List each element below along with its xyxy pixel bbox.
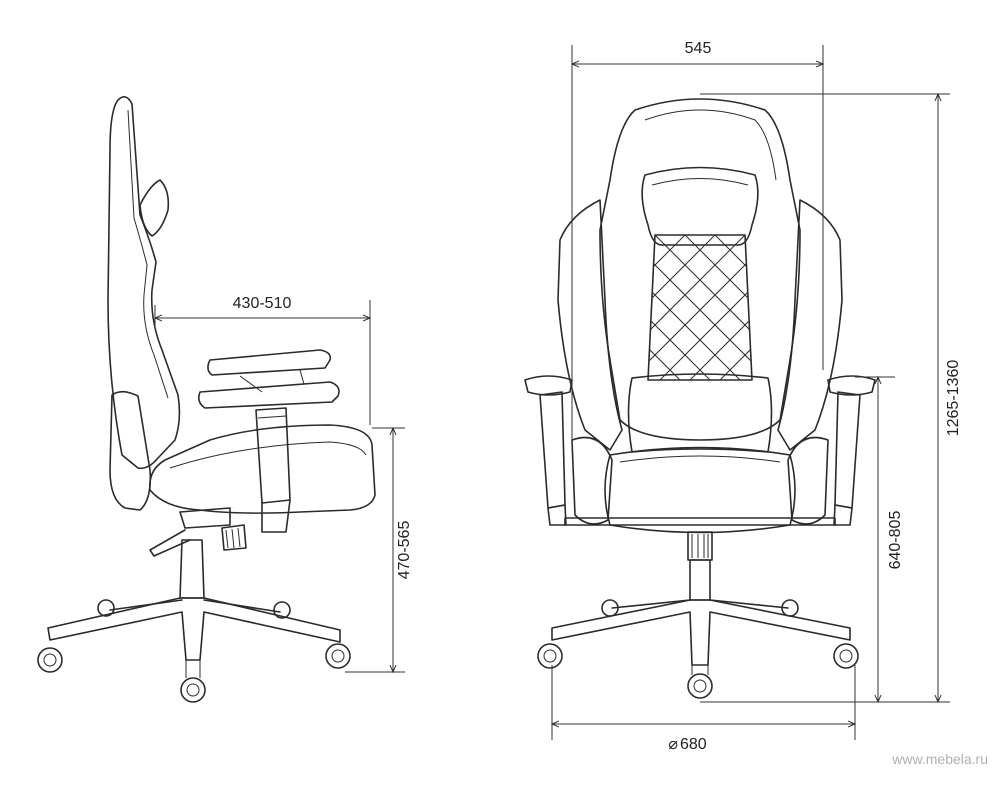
front-casters [537, 599, 859, 699]
dim-seat-height-label: 470-565 [396, 521, 413, 580]
side-headrest-pillow [139, 179, 170, 237]
dimension-lines [155, 45, 950, 740]
front-left-wing [557, 199, 623, 451]
front-right-armrest-pad [827, 375, 876, 396]
side-view [37, 96, 376, 703]
dim-total-height-label: 1265-1360 [945, 360, 962, 437]
side-casters [37, 599, 351, 703]
side-star-base [47, 597, 341, 661]
front-quilt-pattern [648, 235, 752, 380]
dim-armrest-height-label: 640-805 [887, 511, 904, 570]
front-star-base [551, 599, 851, 666]
front-left-armrest-pad [524, 375, 573, 396]
side-gas-lift [179, 539, 205, 599]
front-right-wing [777, 199, 843, 451]
diameter-symbol: ⌀ [668, 736, 678, 753]
front-headrest-pillow [641, 166, 759, 246]
side-armrest-post [255, 407, 291, 504]
front-gas-lift [687, 531, 713, 561]
watermark: www.mebela.ru [891, 751, 988, 767]
side-armrest-upper [207, 349, 332, 376]
dim-depth-label: 430-510 [233, 295, 292, 312]
front-view [524, 98, 876, 699]
side-armrest-lower [198, 381, 340, 409]
dim-width-label: 545 [685, 40, 712, 57]
front-backrest [599, 98, 801, 441]
side-backrest [107, 96, 181, 470]
dim-base-diameter-label: 680 [680, 736, 707, 753]
